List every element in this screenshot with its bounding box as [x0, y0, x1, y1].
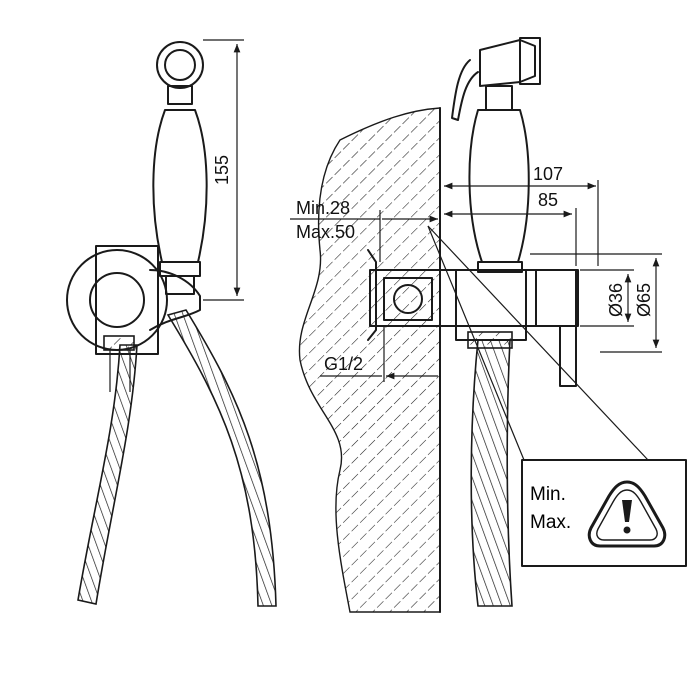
wall-min-label: Min.28 [296, 198, 350, 218]
wall-section [298, 107, 441, 613]
dimension-thread: G1/2 [320, 326, 438, 382]
side-hose [467, 331, 513, 607]
hose-left [77, 344, 138, 605]
wall-max-label: Max.50 [296, 222, 355, 242]
leader-line-right [427, 225, 649, 461]
warning-box: Min. Max. [521, 459, 687, 567]
dia-65-label: Ø65 [634, 283, 654, 317]
leader-line-left [427, 225, 525, 461]
dimension-wall-thickness: Min.28 Max.50 [290, 198, 438, 262]
dimension-85-label: 85 [538, 190, 558, 210]
wall-bracket [66, 245, 201, 392]
recessed-box [367, 249, 441, 341]
warning-min-label: Min. [530, 484, 566, 505]
hand-shower-handle [152, 41, 208, 295]
hose-right [166, 309, 277, 607]
warning-triangle-icon [587, 480, 667, 548]
dimension-depth: 107 85 [444, 164, 599, 266]
wall-unit [439, 269, 579, 387]
thread-label: G1/2 [324, 354, 363, 374]
dimension-107-label: 107 [533, 164, 563, 184]
front-view: 155 [66, 39, 277, 607]
side-handle [451, 37, 541, 273]
warning-max-label: Max. [530, 512, 571, 533]
dia-36-label: Ø36 [606, 283, 626, 317]
dimension-diameters: Ø36 Ø65 [530, 253, 662, 353]
dimension-155: 155 [203, 39, 244, 301]
side-view: 107 85 Min.28 Max.50 G1/2 Ø36 Ø6 [290, 37, 687, 613]
dimension-155-label: 155 [212, 155, 232, 185]
